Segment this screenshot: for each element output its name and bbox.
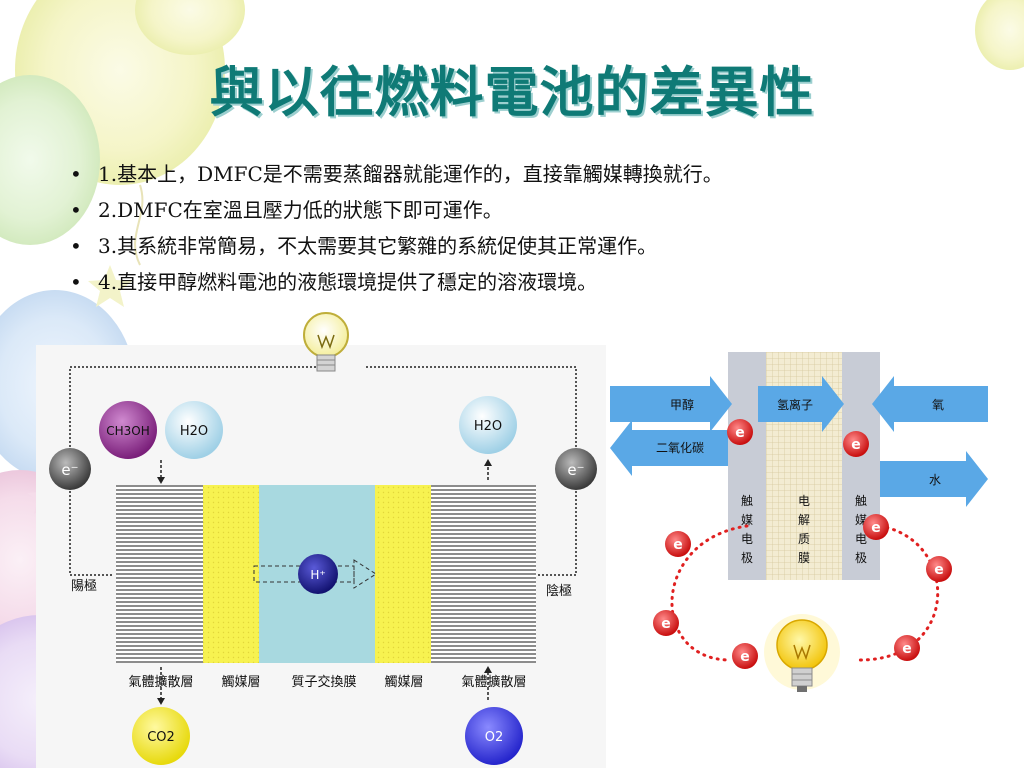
electron-label: e⁻ — [567, 461, 584, 479]
water-in-molecule: H2O — [165, 401, 223, 459]
flow-arrows — [157, 459, 492, 484]
water-out-label: H2O — [474, 419, 502, 434]
gas-diffusion-layer-cathode — [431, 485, 536, 663]
oxygen-label: 氧 — [932, 398, 944, 412]
svg-text:e: e — [735, 425, 745, 441]
bullet-text: 2.DMFC在室溫且壓力低的狀態下即可運作。 — [98, 198, 503, 222]
flow-arrows — [157, 666, 492, 705]
catalyst-layer-anode — [203, 485, 259, 663]
svg-text:e: e — [661, 616, 671, 632]
svg-text:e: e — [851, 437, 861, 453]
right-electrode — [842, 352, 880, 580]
glowing-light-bulb-icon — [764, 614, 840, 692]
circuit-wire — [69, 366, 577, 576]
electrode-char: 媒 — [741, 513, 753, 527]
methanol-label: 甲醇 — [670, 397, 694, 412]
electron-label: e⁻ — [61, 461, 78, 479]
electrode-char: 极 — [741, 551, 753, 565]
svg-text:e: e — [902, 641, 912, 657]
anode-label: 陽極 — [71, 578, 97, 594]
left-electrode-label: 触 媒 电 极 — [741, 494, 753, 565]
co2-label: 二氧化碳 — [656, 441, 704, 455]
layer-label-catalyst: 觸媒層 — [384, 675, 423, 690]
layer-label-catalyst: 觸媒層 — [221, 675, 260, 690]
svg-text:e: e — [934, 562, 944, 578]
bullet-item: • 4.直接甲醇燃料電池的液態環境提供了穩定的溶液環境。 — [70, 264, 723, 300]
bullet-text: 4.直接甲醇燃料電池的液態環境提供了穩定的溶液環境。 — [98, 270, 598, 294]
bullet-dot: • — [70, 234, 82, 258]
membrane-char: 解 — [798, 513, 810, 527]
layer-label-membrane: 質子交換膜 — [291, 674, 356, 690]
bullet-text: 3.其系統非常簡易，不太需要其它繁雜的系統促使其正常運作。 — [98, 234, 658, 258]
balloon-string — [134, 184, 144, 266]
bullet-dot: • — [70, 162, 82, 186]
electron-left: e⁻ — [49, 448, 91, 490]
cathode-label: 陰極 — [546, 583, 572, 599]
balloon-yellow-right — [975, 0, 1024, 70]
electron-icon: e — [653, 610, 679, 636]
methanol-label: CH3OH — [106, 424, 150, 438]
water-arrow — [880, 451, 988, 507]
electron-icon: e — [843, 431, 869, 457]
membrane-char: 电 — [798, 494, 810, 508]
electron-circuit-loop — [670, 524, 940, 662]
co2-label: CO2 — [147, 730, 175, 745]
electron-icon: e — [732, 643, 758, 669]
o2-molecule: O2 — [465, 707, 523, 765]
slide-title: 與以往燃料電池的差異性 — [209, 60, 815, 124]
electrode-char: 触 — [741, 494, 753, 508]
bullet-list: • 1.基本上，DMFC是不需要蒸餾器就能運作的，直接靠觸媒轉換就行。 • 2.DM… — [70, 156, 723, 300]
gas-diffusion-layer-anode — [116, 485, 203, 663]
bullet-dot: • — [70, 198, 82, 222]
catalyst-layer-cathode — [375, 485, 431, 663]
balloon-yellow-small — [135, 0, 245, 55]
electrode-char: 极 — [855, 551, 867, 565]
light-bulb-icon — [303, 312, 349, 372]
dmfc-cell-diagram: e⁻ e⁻ CH3OH H2O H2O H⁺ 陽極 陰極 氣體擴散層 觸媒層 質… — [36, 312, 606, 768]
electron-icon: e — [863, 514, 889, 540]
svg-text:e: e — [740, 649, 750, 665]
layer-label-gas-diffusion: 氣體擴散層 — [461, 674, 526, 690]
membrane-label: 电 解 质 膜 — [798, 494, 810, 565]
electron-icon: e — [727, 419, 753, 445]
proton-label: H⁺ — [310, 568, 325, 582]
electron-icon: e — [894, 635, 920, 661]
bullet-dot: • — [70, 270, 82, 294]
membrane-char: 质 — [798, 532, 810, 546]
star-shape — [88, 265, 132, 307]
electrode-char: 电 — [741, 532, 753, 546]
fuel-cell-flow-diagram: 甲醇 氢离子 氧 二氧化碳 水 触 媒 电 极 电 解 质 膜 触 媒 电 极 … — [610, 340, 988, 715]
electron-right: e⁻ — [555, 448, 597, 490]
co2-molecule: CO2 — [132, 707, 190, 765]
oxygen-arrow — [872, 376, 988, 432]
water-out-molecule: H2O — [459, 396, 517, 454]
methanol-arrow — [610, 376, 732, 432]
bullet-text: 1.基本上，DMFC是不需要蒸餾器就能運作的，直接靠觸媒轉換就行。 — [98, 162, 723, 186]
electron-icon: e — [665, 531, 691, 557]
bullet-item: • 1.基本上，DMFC是不需要蒸餾器就能運作的，直接靠觸媒轉換就行。 — [70, 156, 723, 192]
water-in-label: H2O — [180, 424, 208, 439]
svg-text:e: e — [871, 520, 881, 536]
electron-icon: e — [926, 556, 952, 582]
electrode-char: 电 — [855, 532, 867, 546]
hydrogen-ion-arrow — [758, 376, 844, 432]
water-label: 水 — [929, 473, 941, 487]
svg-text:e: e — [673, 537, 683, 553]
o2-label: O2 — [485, 730, 504, 745]
hydrogen-ion-label: 氢离子 — [777, 397, 813, 412]
methanol-molecule: CH3OH — [99, 401, 157, 459]
bullet-item: • 2.DMFC在室溫且壓力低的狀態下即可運作。 — [70, 192, 723, 228]
co2-arrow — [610, 420, 728, 476]
balloon-green — [0, 75, 100, 245]
proton-flow-arrow: H⁺ — [253, 554, 377, 594]
membrane-char: 膜 — [798, 551, 810, 565]
bullet-item: • 3.其系統非常簡易，不太需要其它繁雜的系統促使其正常運作。 — [70, 228, 723, 264]
electrode-char: 触 — [855, 494, 867, 508]
